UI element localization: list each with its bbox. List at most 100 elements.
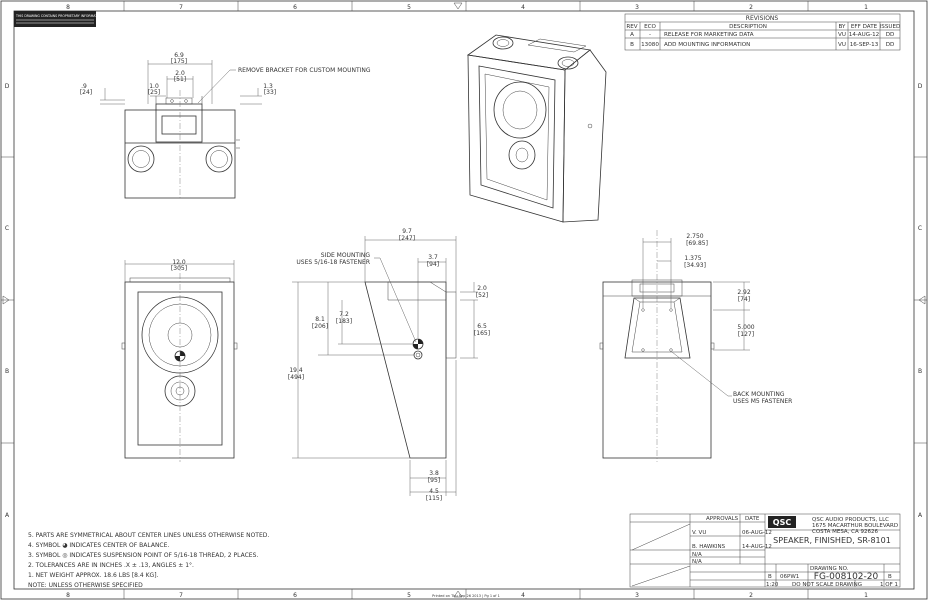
svg-text:4: 4: [521, 592, 525, 599]
drawn-by: V. VU: [692, 530, 706, 536]
note-4: 4. SYMBOL ◕ INDICATES CENTER OF BALANCE.: [28, 542, 169, 549]
drawing-no-label: DRAWING NO.: [810, 566, 849, 572]
scale-value: 1:20: [766, 582, 779, 588]
svg-text:3: 3: [635, 4, 639, 11]
front-view: 12.0 [305]: [121, 259, 238, 462]
svg-text:BY: BY: [839, 24, 847, 30]
rev-row-a-eco: -: [649, 32, 651, 38]
material-value: N/A: [692, 552, 702, 558]
top-view: 6.9[175] 2.0[51] 1.0[25] .9[24] 1.3[33] …: [80, 52, 371, 200]
svg-text:2.750: 2.750: [686, 233, 703, 240]
svg-text:1: 1: [864, 4, 868, 11]
side-mount-callout-2: USES 5/16-18 FASTENER: [296, 259, 370, 266]
rev-row-a-rev: A: [630, 32, 634, 38]
svg-text:5.000: 5.000: [737, 324, 754, 331]
print-footer: Printed on Thu Sep 26 2013 | Pg 1 of 1: [432, 594, 500, 598]
svg-text:[74]: [74]: [738, 296, 750, 303]
rev-row-a-desc: RELEASE FOR MARKETING DATA: [664, 32, 754, 38]
svg-text:2.0: 2.0: [477, 285, 487, 292]
svg-text:[94]: [94]: [427, 261, 439, 268]
rev-row-b-issued: DD: [886, 42, 895, 48]
svg-text:[52]: [52]: [476, 292, 488, 299]
sheet-value: 1 OF 1: [880, 582, 898, 588]
svg-text:B: B: [5, 368, 9, 375]
svg-text:8: 8: [66, 592, 70, 599]
svg-text:4.5: 4.5: [429, 488, 439, 495]
svg-text:2.92: 2.92: [737, 289, 751, 296]
svg-text:[95]: [95]: [428, 477, 440, 484]
note-2: 2. TOLERANCES ARE IN INCHES .X ± .13, AN…: [28, 562, 194, 569]
svg-text:3.8: 3.8: [429, 470, 439, 477]
back-mount-callout-1: BACK MOUNTING: [733, 391, 785, 398]
svg-text:12.0: 12.0: [172, 259, 186, 266]
svg-text:9.7: 9.7: [402, 228, 412, 235]
svg-text:7: 7: [179, 4, 183, 11]
general-notes: 5. PARTS ARE SYMMETRICAL ABOUT CENTER LI…: [28, 532, 269, 589]
checked-date: 14-AUG-12: [742, 544, 772, 550]
note-header: NOTE: UNLESS OTHERWISE SPECIFIED: [28, 582, 143, 589]
svg-text:3: 3: [635, 592, 639, 599]
svg-text:6: 6: [293, 592, 297, 599]
svg-text:1.375: 1.375: [684, 255, 701, 262]
rev-row-a-date: 14-AUG-12: [849, 32, 879, 38]
date-label: DATE: [745, 516, 760, 522]
svg-text:[24]: [24]: [80, 89, 92, 96]
svg-text:[183]: [183]: [336, 318, 352, 325]
company-address-1: 1675 MACARTHUR BOULEVARD: [812, 523, 898, 529]
checked-by: B. HAWKINS: [692, 544, 726, 550]
svg-text:ISSUED: ISSUED: [880, 24, 901, 30]
rev-row-b-desc: ADD MOUNTING INFORMATION: [664, 42, 750, 48]
svg-text:2.0: 2.0: [175, 70, 185, 77]
svg-text:1.0: 1.0: [149, 83, 159, 90]
drawing-number: FG-008102-20: [814, 572, 879, 582]
svg-text:D: D: [5, 83, 10, 90]
size-value: B: [768, 574, 772, 580]
note-5: 5. PARTS ARE SYMMETRICAL ABOUT CENTER LI…: [28, 532, 269, 539]
svg-text:8.1: 8.1: [315, 316, 325, 323]
rev-row-b-by: VU: [838, 42, 846, 48]
svg-text:8: 8: [66, 4, 70, 11]
svg-text:ECO: ECO: [644, 24, 656, 30]
drawing-title: SPEAKER, FINISHED, SR-8101: [773, 536, 891, 545]
company-name: QSC AUDIO PRODUCTS, LLC: [812, 517, 889, 523]
svg-text:[165]: [165]: [474, 330, 490, 337]
svg-text:6: 6: [293, 4, 297, 11]
svg-text:4: 4: [521, 4, 525, 11]
svg-text:1.3: 1.3: [263, 83, 273, 90]
qsc-logo: [768, 516, 796, 528]
cage-value: 06PW1: [780, 574, 799, 580]
isometric-view: [466, 34, 607, 223]
bracket-callout: REMOVE BRACKET FOR CUSTOM MOUNTING: [238, 67, 371, 74]
svg-text:2: 2: [749, 592, 753, 599]
svg-text:[34.93]: [34.93]: [684, 262, 706, 269]
svg-text:EFF DATE: EFF DATE: [851, 24, 878, 30]
proprietary-note: THIS DRAWING CONTAINS PROPRIETARY INFORM…: [14, 11, 146, 27]
svg-text:[247]: [247]: [399, 235, 415, 242]
svg-text:3.7: 3.7: [428, 254, 438, 261]
finish-value: N/A: [692, 559, 702, 565]
svg-text:[51]: [51]: [174, 76, 186, 83]
back-mount-callout-2: USES M5 FASTENER: [733, 398, 792, 405]
title-block: QSC QSC AUDIO PRODUCTS, LLC 1675 MACARTH…: [629, 513, 901, 588]
svg-text:19.4: 19.4: [289, 367, 303, 374]
svg-text:[206]: [206]: [312, 323, 328, 330]
svg-text:[175]: [175]: [171, 58, 187, 65]
rev-value: B: [888, 574, 892, 580]
rev-row-b-eco: 13080: [641, 42, 659, 48]
company-address-2: COSTA MESA, CA 92626: [812, 529, 879, 535]
rev-row-b-rev: B: [630, 42, 634, 48]
rev-row-a-issued: DD: [886, 32, 895, 38]
svg-text:[69.85]: [69.85]: [686, 240, 708, 247]
svg-text:[33]: [33]: [264, 89, 276, 96]
svg-text:1: 1: [864, 592, 868, 599]
svg-text:[115]: [115]: [426, 495, 442, 502]
svg-text:D: D: [918, 83, 923, 90]
svg-text:6.5: 6.5: [477, 323, 487, 330]
svg-text:5: 5: [407, 4, 411, 11]
svg-text:[305]: [305]: [171, 265, 187, 272]
note-1: 1. NET WEIGHT APPROX. 18.6 LBS [8.4 KG].: [28, 572, 159, 579]
svg-text:6.9: 6.9: [174, 52, 184, 59]
